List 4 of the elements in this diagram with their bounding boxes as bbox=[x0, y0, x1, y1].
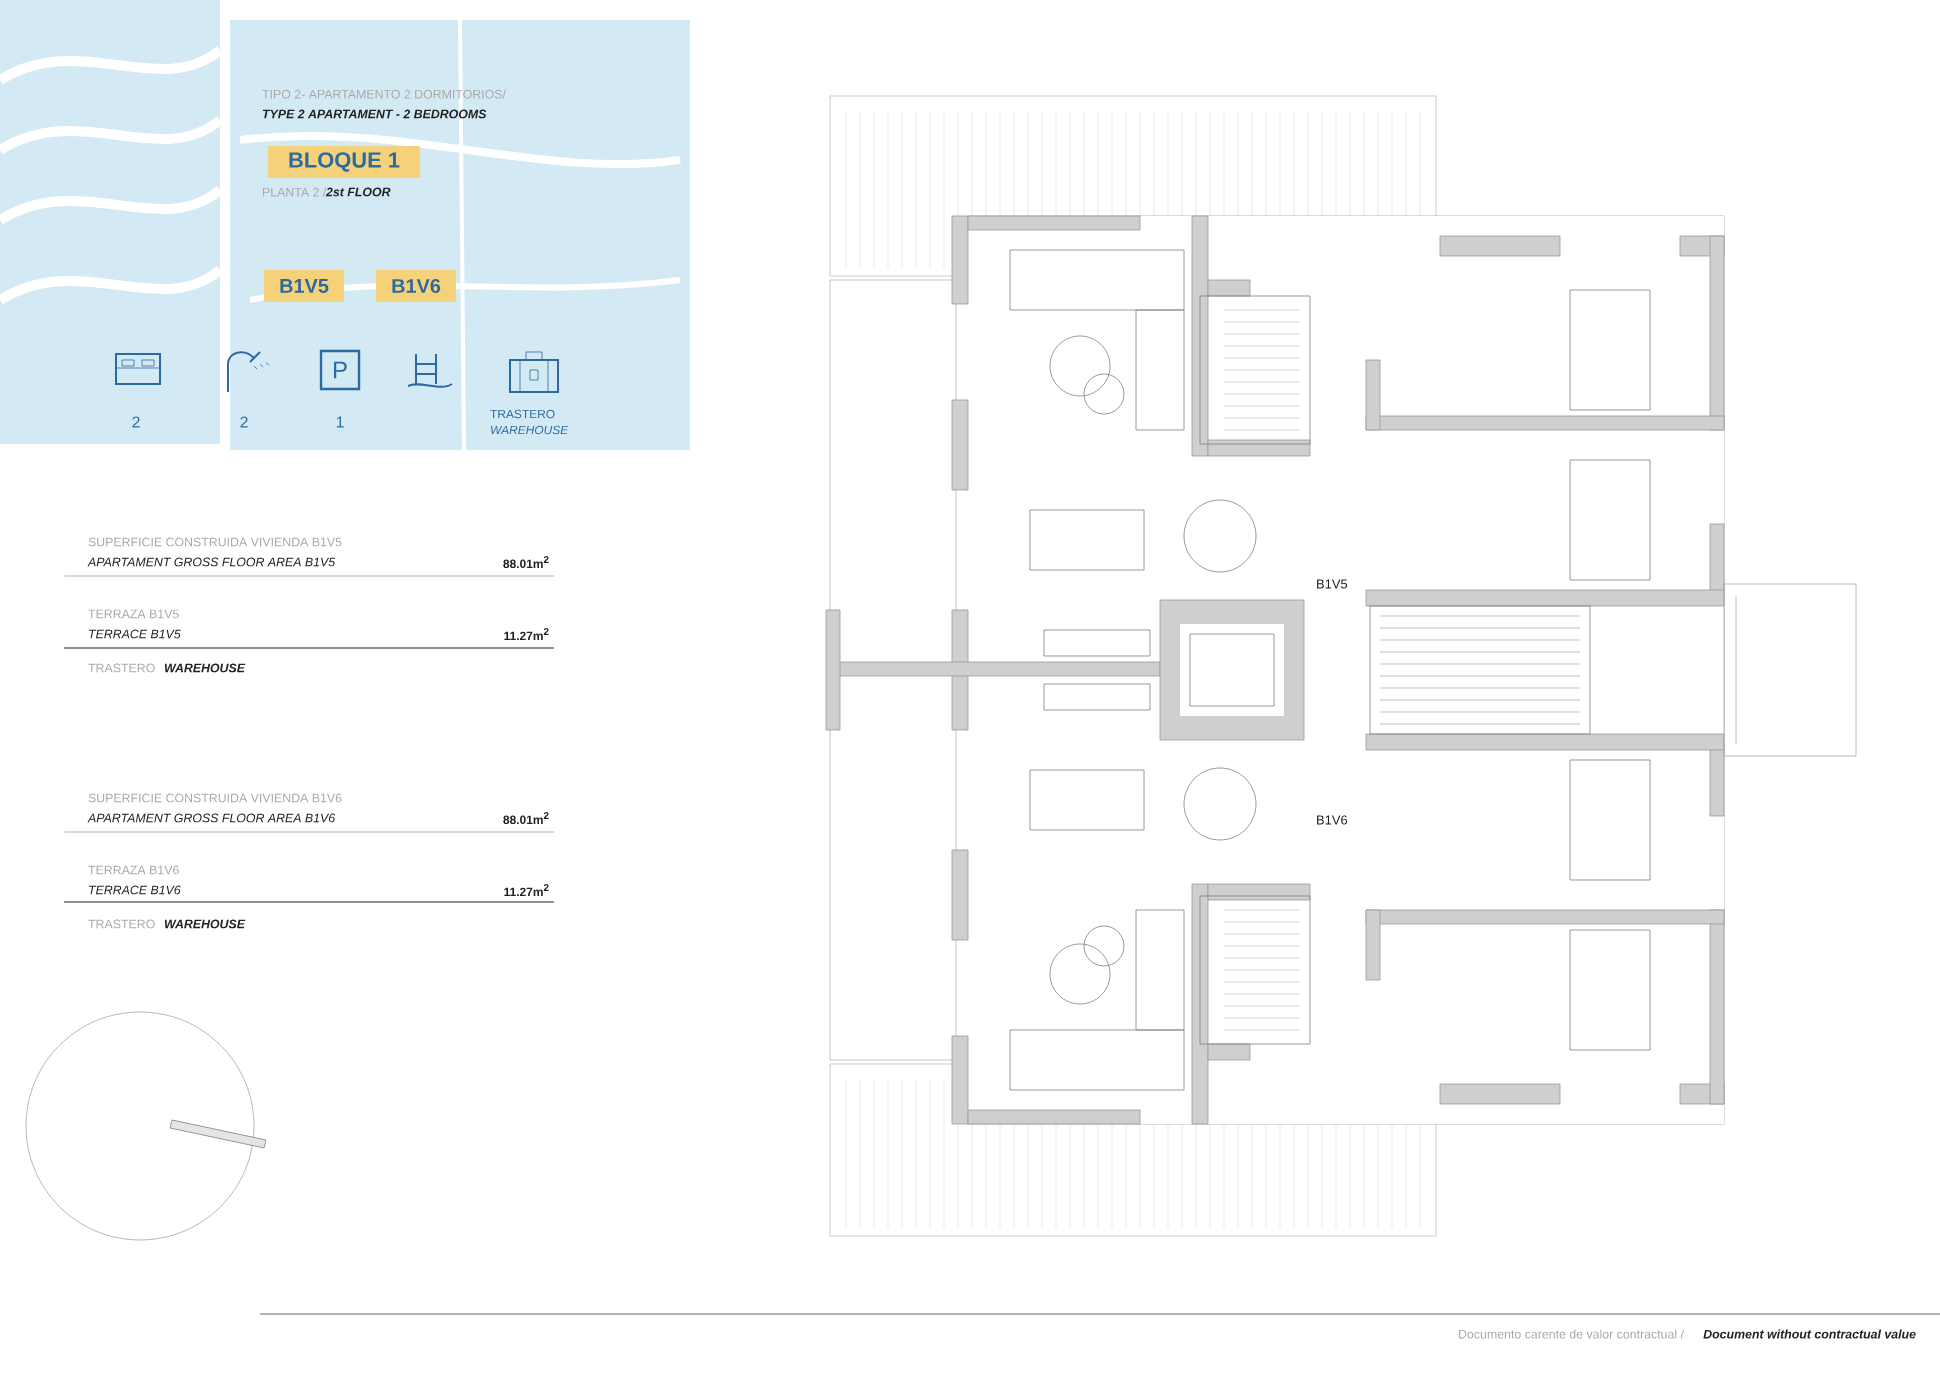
label-badge: B1V5 bbox=[264, 270, 344, 302]
label-badge: BLOQUE 1 bbox=[268, 146, 420, 178]
label-badge: B1V6 bbox=[376, 270, 456, 302]
parking-sign: P bbox=[319, 349, 361, 391]
